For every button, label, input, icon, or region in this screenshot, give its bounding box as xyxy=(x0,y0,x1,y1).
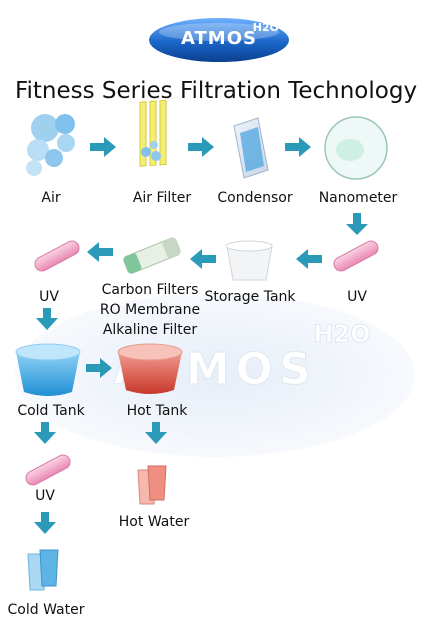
label-filters: Carbon Filters RO Membrane Alkaline Filt… xyxy=(88,280,212,340)
label-condensor: Condensor xyxy=(217,190,293,206)
arrow-air-to-filter xyxy=(90,137,116,157)
arrow-uv-to-cold-tank xyxy=(36,308,58,330)
label-carbon-filters: Carbon Filters xyxy=(101,282,199,298)
label-uv-left: UV xyxy=(39,289,59,305)
logo-suffix: H2O xyxy=(252,21,279,34)
watermark-suffix: H2O xyxy=(313,320,370,348)
uv-lamp-icon-left xyxy=(34,240,80,272)
air-icon xyxy=(26,114,75,176)
condensor-icon xyxy=(233,117,269,179)
watermark-ellipse xyxy=(15,293,415,457)
arrow-uv-to-cold-water xyxy=(34,512,56,534)
row2-arrows xyxy=(87,242,322,269)
arrow-cold-tank-to-uv xyxy=(34,422,56,444)
hot-water-glasses-icon xyxy=(137,465,167,505)
arrow-filters-to-uv xyxy=(87,242,113,262)
filter-cartridge-icon xyxy=(123,237,181,274)
arrow-filter-to-condensor xyxy=(188,137,214,157)
label-nanometer: Nanometer xyxy=(318,190,398,206)
label-alkaline-filter: Alkaline Filter xyxy=(102,322,198,338)
label-ro-membrane: RO Membrane xyxy=(99,302,201,318)
air-filter-icon xyxy=(139,99,167,167)
label-storage-tank: Storage Tank xyxy=(204,289,296,305)
cold-tank-icon xyxy=(15,343,81,396)
label-cold-tank: Cold Tank xyxy=(17,403,85,419)
label-air: Air xyxy=(41,190,61,206)
label-uv-right: UV xyxy=(347,289,367,305)
uv-lamp-icon-bottom xyxy=(25,454,71,486)
arrow-hot-tank-to-hot-water xyxy=(145,422,167,444)
row1-arrows xyxy=(90,137,311,157)
label-hot-tank: Hot Tank xyxy=(126,403,188,419)
uv-lamp-icon-right xyxy=(333,240,379,272)
label-air-filter: Air Filter xyxy=(132,190,192,206)
arrow-cold-to-hot xyxy=(86,358,112,378)
page-title: Fitness Series Filtration Technology xyxy=(14,78,418,104)
label-hot-water: Hot Water xyxy=(118,514,190,530)
arrow-condensor-to-nanometer xyxy=(285,137,311,157)
nanometer-icon xyxy=(324,116,388,180)
arrow-uv-to-storage xyxy=(296,249,322,269)
logo-badge xyxy=(149,18,289,62)
atmos-logo: ATMOS H2O xyxy=(149,15,289,63)
cold-water-glasses-icon xyxy=(27,549,59,591)
arrow-storage-to-filters xyxy=(190,249,216,269)
hot-tank-icon xyxy=(117,343,183,394)
arrow-nanometer-to-uv xyxy=(346,213,368,235)
label-cold-water: Cold Water xyxy=(7,602,85,618)
label-uv-bottom: UV xyxy=(35,488,55,504)
logo-brand: ATMOS xyxy=(181,28,257,49)
storage-tank-icon xyxy=(225,240,273,281)
